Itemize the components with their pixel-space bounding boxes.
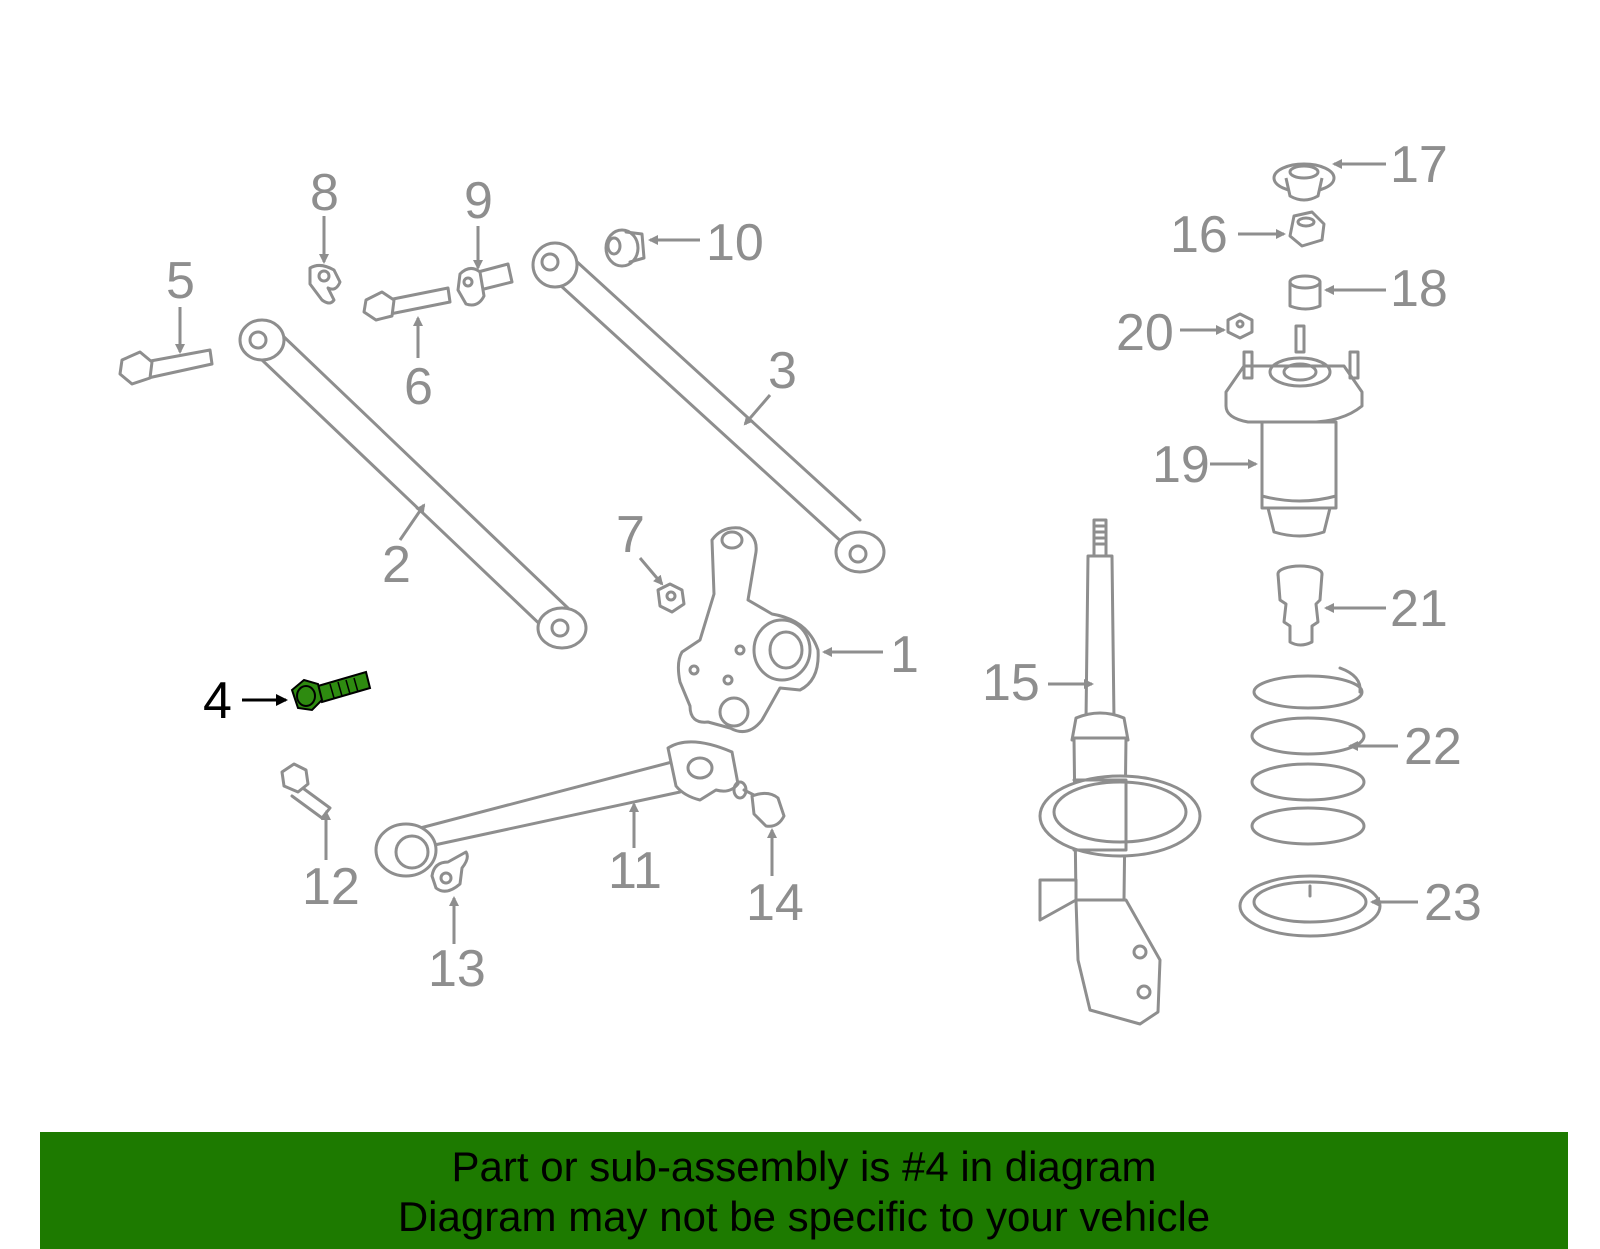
callout-7: 7 — [616, 506, 645, 564]
callout-10: 10 — [706, 214, 764, 272]
callout-arrows — [175, 159, 1418, 944]
bolt-6[interactable] — [362, 286, 452, 322]
control-arm-2[interactable] — [238, 318, 588, 650]
callout-13: 13 — [428, 940, 486, 998]
cam-washer-13[interactable] — [430, 850, 469, 893]
nut-7[interactable] — [656, 582, 686, 614]
callout-16: 16 — [1170, 206, 1228, 264]
callout-9: 9 — [464, 172, 493, 230]
cam-washer-8[interactable] — [308, 263, 342, 305]
spring-seat-23[interactable] — [1238, 874, 1382, 938]
bolt-12[interactable] — [280, 762, 332, 820]
callout-19: 19 — [1152, 436, 1210, 494]
callout-4: 4 — [203, 672, 232, 730]
strut-15[interactable] — [1038, 518, 1202, 1026]
info-banner: Part or sub-assembly is #4 in diagram Di… — [40, 1132, 1568, 1249]
callout-20: 20 — [1116, 304, 1174, 362]
nut-16[interactable] — [1288, 210, 1326, 248]
callout-23: 23 — [1424, 874, 1482, 932]
callout-11: 11 — [608, 842, 662, 900]
callout-14: 14 — [746, 874, 804, 932]
callout-22: 22 — [1404, 718, 1462, 776]
bushing-10[interactable] — [604, 228, 646, 268]
banner-line-2: Diagram may not be specific to your vehi… — [397, 1193, 1211, 1240]
callout-18: 18 — [1390, 260, 1448, 318]
nut-20[interactable] — [1226, 312, 1254, 340]
bolt-5[interactable] — [118, 348, 214, 386]
bushing-14[interactable] — [732, 780, 786, 828]
callout-1: 1 — [890, 626, 919, 684]
collar-18[interactable] — [1288, 274, 1322, 311]
callout-17: 17 — [1390, 136, 1448, 194]
callout-6: 6 — [404, 358, 433, 416]
callout-15: 15 — [982, 654, 1040, 712]
strut-mount-19[interactable] — [1224, 324, 1364, 538]
trailing-arm-11[interactable] — [374, 740, 740, 878]
callout-2: 2 — [382, 536, 411, 594]
cap-17[interactable] — [1272, 162, 1336, 202]
knuckle-1[interactable] — [676, 526, 820, 734]
bump-stop-21[interactable] — [1276, 564, 1324, 647]
callout-5: 5 — [166, 252, 195, 310]
bolt-4-highlighted[interactable] — [290, 670, 372, 712]
coil-spring-22[interactable] — [1250, 666, 1366, 846]
callout-12: 12 — [302, 858, 360, 916]
control-arm-3[interactable] — [531, 241, 886, 574]
callout-21: 21 — [1390, 580, 1448, 638]
banner-line-1: Part or sub-assembly is #4 in diagram — [451, 1143, 1157, 1190]
cam-bolt-9[interactable] — [456, 262, 514, 307]
callout-3: 3 — [768, 342, 797, 400]
callout-labels: 1 2 3 4 5 6 7 8 9 10 11 12 13 14 15 16 1… — [166, 136, 1482, 998]
callout-8: 8 — [310, 164, 339, 222]
